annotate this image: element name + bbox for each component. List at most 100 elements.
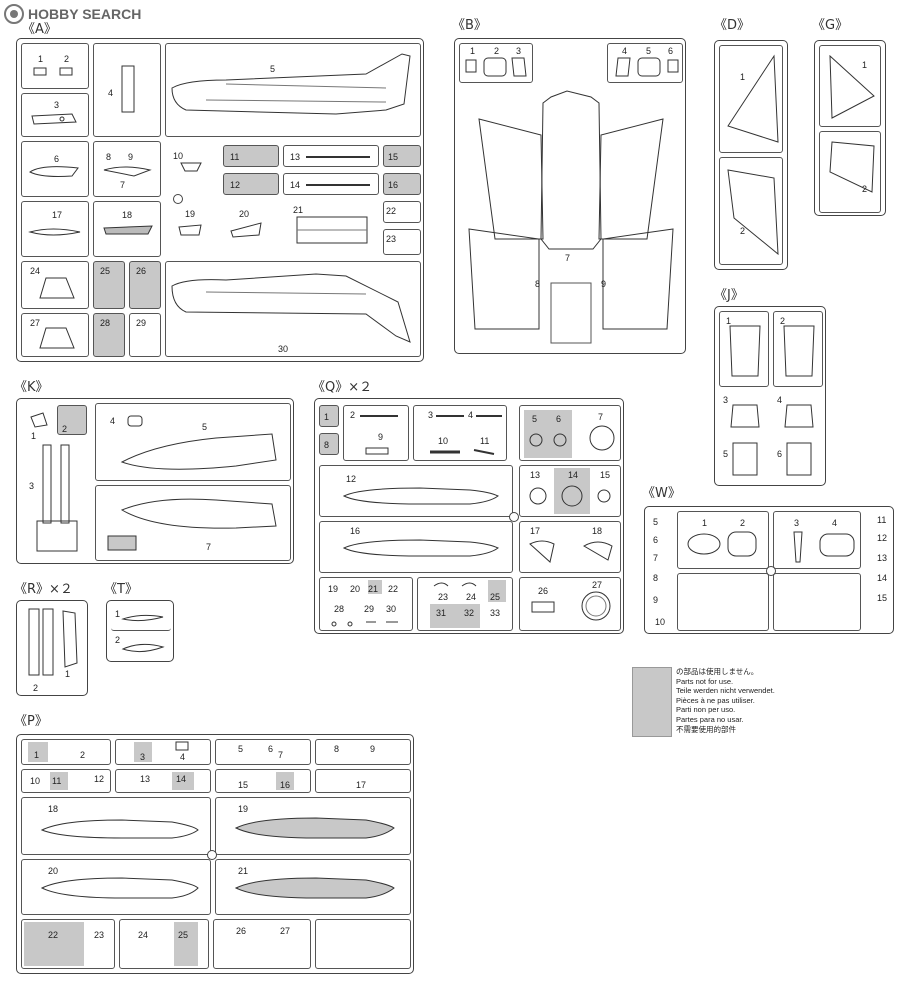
part-number: 29 (364, 604, 375, 614)
part-number: 23 (386, 234, 397, 244)
tree-d: 1 2 (714, 40, 788, 270)
legend-line: Partes para no usar. (676, 714, 744, 724)
sprue-gate (173, 194, 183, 204)
part-number: 14 (176, 774, 187, 784)
part-cell: 2 9 (343, 405, 409, 461)
part-number: 6 (556, 414, 562, 424)
part-number: 2 (740, 518, 746, 528)
part-cell (773, 573, 861, 631)
part-cell: 1 2 (21, 43, 89, 89)
legend-line: Pièces à ne pas utiliser. (676, 695, 755, 705)
part-cell: 8 9 (315, 739, 411, 765)
part-cell: 1 2 (677, 511, 769, 569)
part-number: 9 (653, 595, 659, 605)
part-cell: 14 (283, 173, 379, 195)
part-cell: 26 27 (519, 577, 621, 631)
part-number: 18 (48, 804, 59, 814)
part-number: 16 (280, 780, 291, 790)
part-cell: 1 (819, 45, 881, 127)
part-cell: 12 (319, 465, 513, 517)
part-number: 18 (122, 210, 133, 220)
tree-label-w: 《W》 (642, 486, 681, 501)
part-number: 8 (334, 744, 340, 754)
part-number: 17 (52, 210, 63, 220)
part-cell-unused: 25 (93, 261, 125, 309)
part-cell: 19 20 21 22 28 29 30 (319, 577, 413, 631)
part-cell: 2 (719, 157, 783, 265)
part-cell: 30 (165, 261, 421, 357)
part-cell: 3 (21, 93, 89, 137)
part-number: 27 (30, 318, 41, 328)
part-number: 14 (877, 573, 888, 583)
part-cell: 3 4 10 11 (413, 405, 507, 461)
part-number: 1 (34, 750, 40, 760)
part-number: 1 (740, 72, 746, 82)
part-cell: 10 (165, 141, 219, 197)
part-cell: 24 25 (119, 919, 209, 969)
tree-label-k: 《K》 (14, 380, 49, 395)
tree-label-b: 《B》 (452, 18, 487, 33)
part-cell (315, 919, 411, 969)
legend-line: 不需要使用的部件 (676, 724, 736, 734)
part-number: 2 (115, 635, 121, 645)
part-number: 28 (334, 604, 345, 614)
part-number: 12 (230, 180, 241, 190)
part-number: 1 (38, 54, 44, 64)
part-number: 14 (568, 470, 579, 480)
part-number: 6 (268, 744, 274, 754)
part-number: 2 (33, 683, 39, 693)
tree-label-a: 《A》 (22, 22, 57, 37)
part-cell-unused: 28 (93, 313, 125, 357)
tree-j: 1 2 3 4 5 6 (714, 306, 826, 486)
part-number: 7 (120, 180, 126, 190)
part-number: 3 (428, 410, 434, 420)
tree-k: 1 3 2 4 5 6 7 (16, 398, 294, 564)
part-number: 1 (324, 412, 330, 422)
part-cell: 2 (819, 131, 881, 213)
part-cell: 22 23 (21, 919, 115, 969)
part-cell: 26 27 (213, 919, 311, 969)
part-number: 3 (140, 752, 146, 762)
part-number: 19 (328, 584, 339, 594)
part-number: 8 (535, 279, 541, 289)
part-number: 4 (622, 46, 628, 56)
part-cell: 1 (111, 605, 171, 631)
part-cell: 1 (719, 45, 783, 153)
part-cell: 19 (165, 201, 215, 257)
part-cell: 8 9 7 (93, 141, 161, 197)
part-cell: 13 14 (115, 769, 211, 793)
part-number: 7 (206, 542, 212, 552)
part-cell: 17 (315, 769, 411, 793)
part-number: 32 (464, 608, 475, 618)
tree-b: 1 2 3 4 5 6 7 8 9 (454, 38, 686, 354)
part-number: 9 (378, 432, 384, 442)
tree-q: 1 8 2 9 3 4 10 11 5 6 7 12 13 14 15 16 1… (314, 398, 624, 634)
part-cell: 6 (773, 437, 823, 483)
tree-label-r: 《R》×２ (14, 582, 73, 597)
part-number: 21 (238, 866, 249, 876)
part-number: 3 (794, 518, 800, 528)
logo-icon (4, 4, 24, 24)
part-number: 31 (436, 608, 447, 618)
part-number: 12 (877, 533, 888, 543)
part-cell: 6 (21, 141, 89, 197)
part-number: 20 (350, 584, 361, 594)
part-cell: 23 (383, 229, 421, 255)
part-number: 1 (702, 518, 708, 528)
legend-line: Parti non per uso. (676, 705, 736, 715)
part-number: 13 (530, 470, 541, 480)
part-cell-unused: 16 (383, 173, 421, 195)
part-number: 6 (54, 154, 60, 164)
part-number: 24 (138, 930, 149, 940)
part-number: 21 (293, 205, 304, 215)
part-number: 28 (100, 318, 111, 328)
part-cell: 4 (773, 391, 823, 435)
part-number: 16 (388, 180, 399, 190)
tree-r: 2 1 (16, 600, 88, 696)
tree-label-p: 《P》 (14, 714, 48, 729)
part-number: 17 (530, 526, 541, 536)
part-number: 22 (388, 584, 399, 594)
part-cell: 19 (215, 797, 411, 855)
part-number: 7 (653, 553, 659, 563)
part-number: 4 (468, 410, 474, 420)
